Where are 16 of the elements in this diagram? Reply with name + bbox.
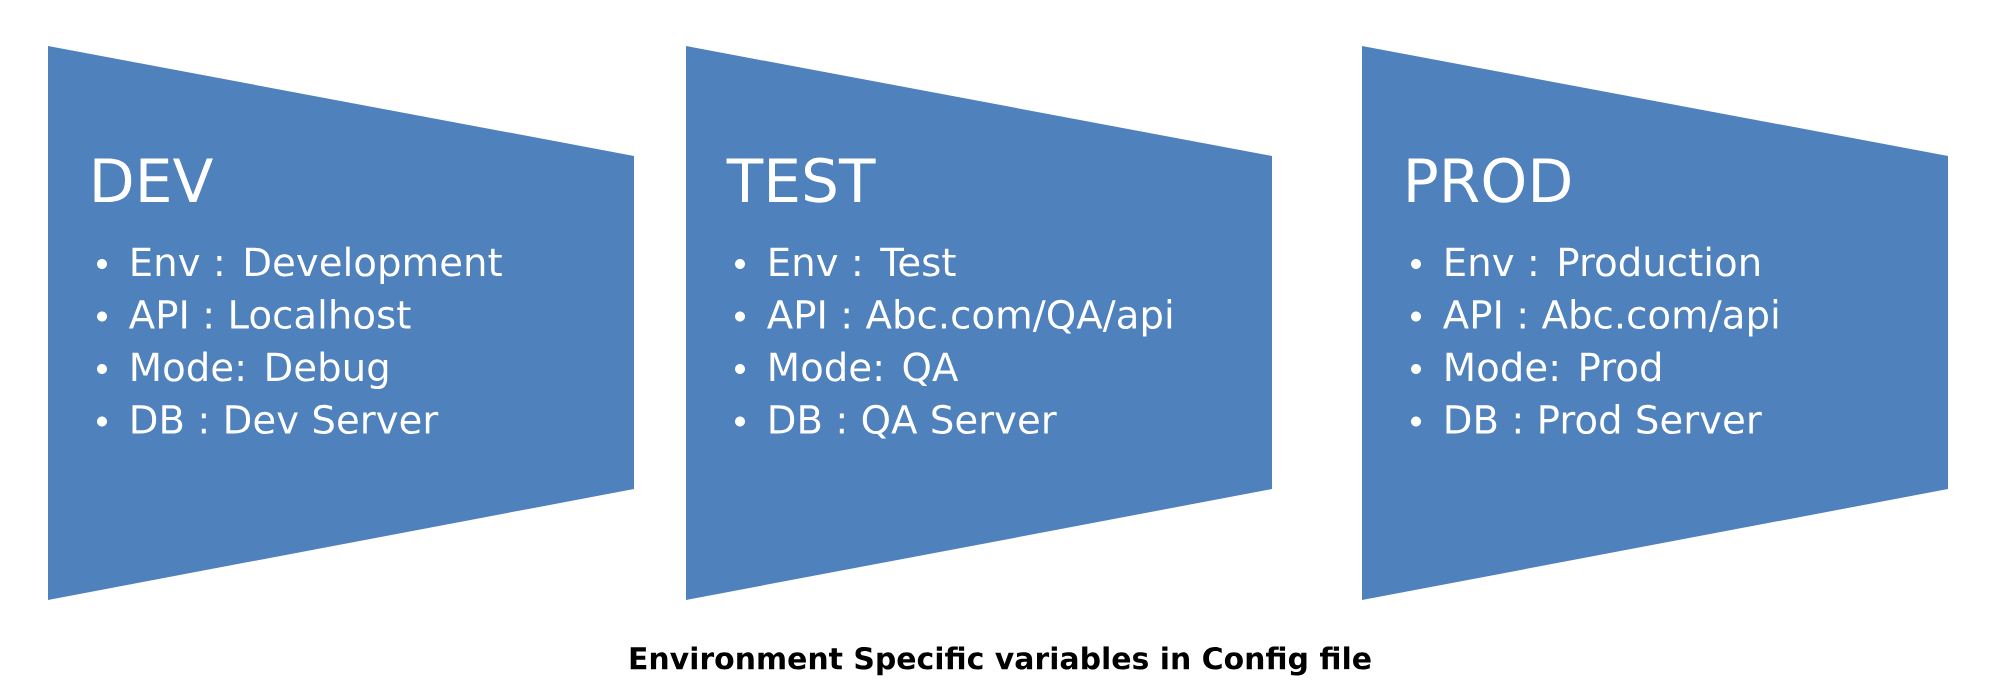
bullet-item: Mode: Debug — [97, 351, 388, 390]
bullet-item: DB : Prod Server — [1411, 404, 1762, 435]
bullet-item: Env : Development — [97, 246, 502, 285]
bullet-item: DB : QA Server — [735, 404, 1057, 439]
bullet-item: API : Abc.com/QA/api — [735, 299, 1172, 337]
bullet-item: Env : Test — [735, 247, 956, 277]
bullet-item: Mode: Prod — [1411, 351, 1660, 382]
caption: Environment Specific variables in Config file — [630, 646, 1371, 676]
bullet-item: Mode: QA — [735, 351, 959, 386]
bullet-item: API : Abc.com/api — [1411, 299, 1778, 337]
panel-heading: TEST — [726, 157, 876, 203]
panel-heading: PROD — [1408, 157, 1570, 203]
panel-heading: DEV — [94, 158, 213, 202]
bullet-item: DB : Dev Server — [97, 404, 439, 435]
bullet-item: API : Localhost — [97, 299, 411, 330]
bullet-item: Env : Production — [1411, 246, 1759, 277]
